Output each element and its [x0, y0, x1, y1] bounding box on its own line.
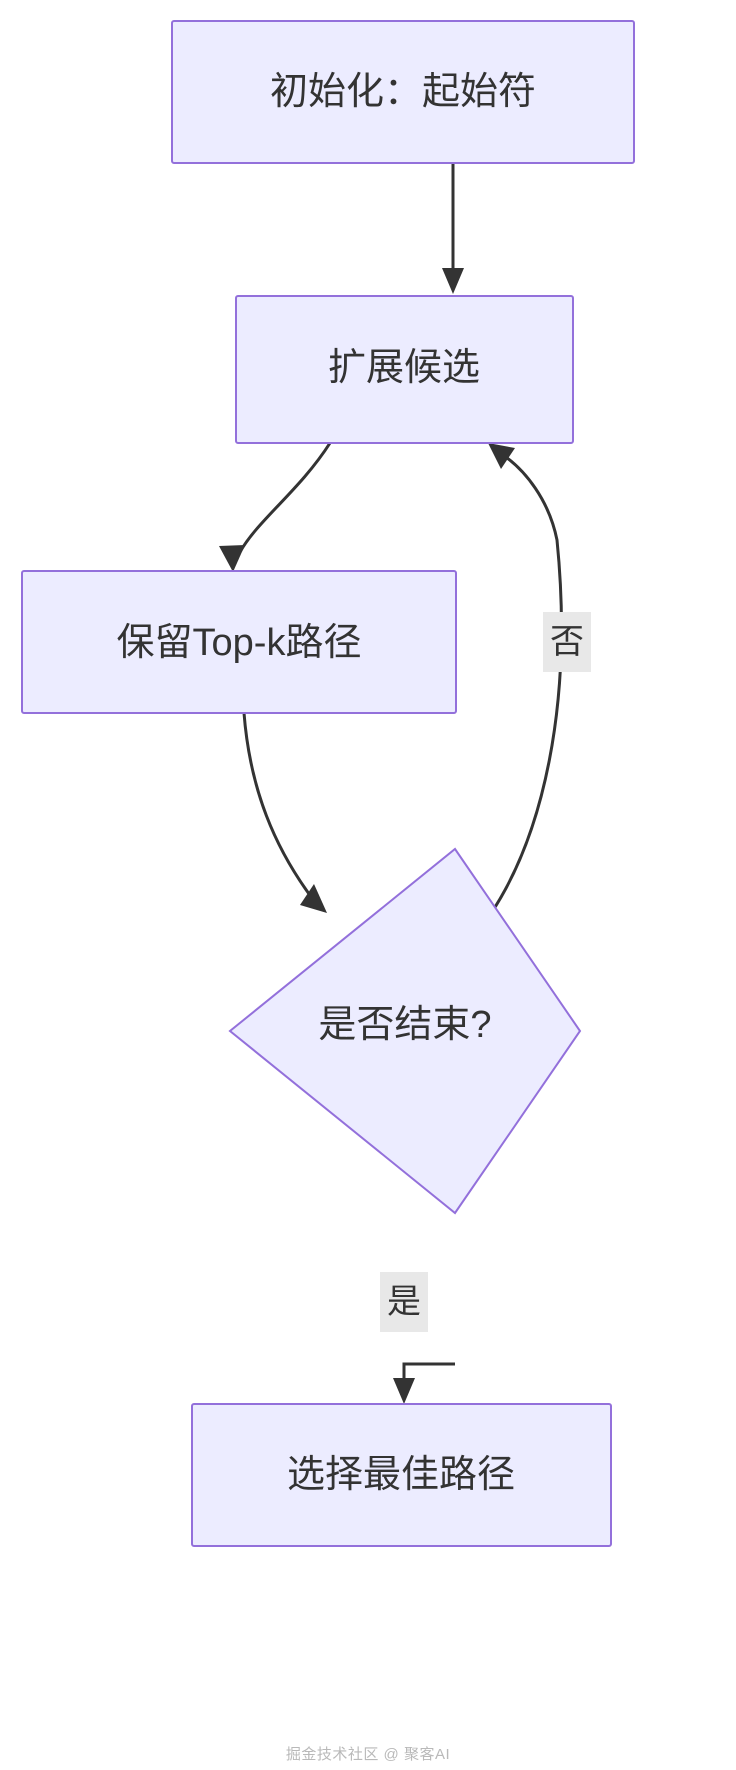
node-topk-label: 保留Top-k路径: [117, 622, 362, 664]
watermark: 掘金技术社区 @ 聚客AI: [285, 1746, 451, 1763]
edge-topk-to-decide: [242, 712, 327, 913]
node-expand-shape[interactable]: [235, 295, 574, 444]
edge-init-to-expand: [442, 163, 464, 294]
node-topk[interactable]: 保留Top-k路径: [21, 570, 457, 714]
node-init-label: 初始化：起始符: [270, 71, 536, 113]
node-best-label: 选择最佳路径: [287, 1454, 515, 1496]
edge-label-no-text: 否: [550, 623, 584, 661]
node-decide[interactable]: 是否结束?: [228, 847, 582, 1215]
arrowhead-topk-decide: [300, 884, 327, 913]
node-best-shape[interactable]: [191, 1403, 612, 1547]
edge-label-yes: 是: [380, 1272, 428, 1332]
node-decide-shape[interactable]: [228, 847, 582, 1215]
node-expand-label: 扩展候选: [328, 347, 480, 389]
node-topk-shape[interactable]: [21, 570, 457, 714]
edge-path-decide-expand: [481, 453, 563, 926]
node-expand[interactable]: 扩展候选: [235, 295, 574, 444]
edge-label-yes-text: 是: [387, 1283, 421, 1321]
node-decide-label: 是否结束?: [318, 1004, 491, 1046]
edge-label-no: 否: [543, 612, 591, 672]
arrowhead-decide-expand: [488, 443, 515, 469]
node-init[interactable]: 初始化：起始符: [171, 20, 635, 164]
arrowhead-init-expand: [442, 268, 464, 294]
edge-path-topk-decide: [242, 712, 314, 899]
edge-decide-to-best: [393, 1362, 455, 1404]
node-init-shape[interactable]: [171, 20, 635, 164]
arrowhead-expand-topk: [219, 545, 245, 572]
edge-label-yes-bg: [380, 1272, 428, 1332]
edge-path-expand-topk: [238, 442, 332, 553]
edge-label-no-bg: [543, 612, 591, 672]
node-best[interactable]: 选择最佳路径: [191, 1403, 612, 1547]
arrowhead-decide-best: [393, 1378, 415, 1404]
edge-decide-to-expand: [481, 443, 563, 926]
edge-expand-to-topk: [219, 442, 332, 572]
